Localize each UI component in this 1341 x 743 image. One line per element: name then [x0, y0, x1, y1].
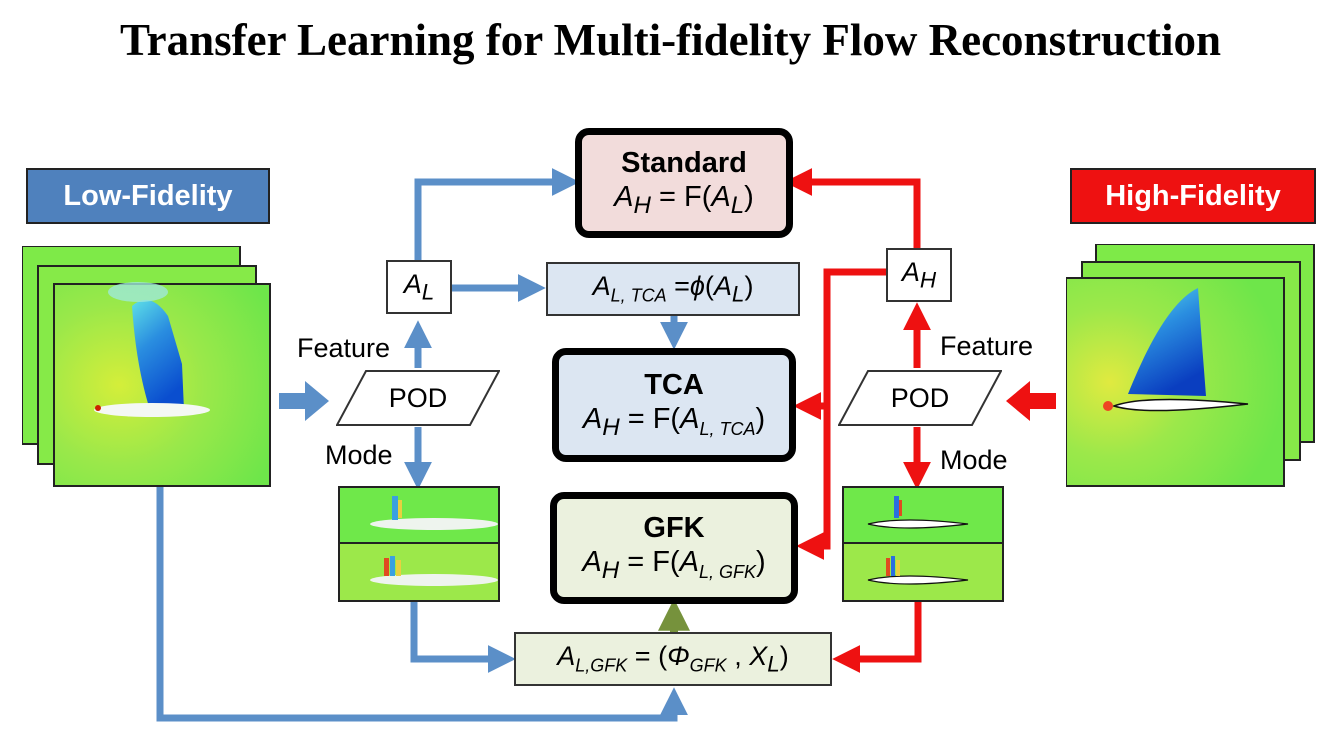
low-fidelity-label: Low-Fidelity [26, 168, 270, 224]
al-feature-box: AL [386, 260, 452, 314]
gfk-feature-comma: , [726, 640, 750, 671]
tca-feature-end: ) [744, 270, 754, 301]
gfk-feature-lhs: A [557, 640, 576, 671]
standard-model-box: Standard AH = F(AL) [575, 128, 793, 238]
gfk-feature-lhs-sub: L,GFK [575, 655, 628, 676]
tca-feature-arg: A [713, 270, 732, 301]
standard-model-equation: AH = F(AL) [614, 180, 754, 220]
high-fidelity-label: High-Fidelity [1070, 168, 1316, 224]
tca-feature-lhs: A [592, 270, 611, 301]
tca-feature-equation: AL, TCA =ϕ(AL) [593, 271, 754, 307]
gfk-feature-phi: Φ [667, 640, 690, 671]
tca-feature-lhs-sub: L, TCA [610, 285, 667, 306]
gfk-eq-lhs-sub: H [601, 556, 620, 584]
standard-eq-mid: = F( [650, 180, 712, 213]
mode-images-left [338, 486, 500, 602]
tca-eq-arg: A [680, 402, 700, 435]
arrow-ah-to-standard [784, 168, 921, 248]
ah-feature-box: AH [886, 248, 952, 302]
standard-eq-lhs: A [614, 180, 634, 213]
pod-right-label: POD [890, 382, 950, 413]
gfk-feature-phi-sub: GFK [689, 655, 727, 676]
pod-left-shape [336, 370, 500, 426]
gfk-feature-mid: = ( [627, 640, 668, 671]
low-fidelity-flow-stack [21, 245, 272, 488]
gfk-eq-arg-sub: L, GFK [698, 561, 756, 582]
standard-model-name: Standard [621, 146, 747, 179]
gfk-feature-x-sub: L [767, 651, 780, 677]
tca-feature-mid: = [666, 270, 690, 301]
gfk-model-box: GFK AH = F(AL, GFK) [550, 492, 798, 604]
gfk-feature-end: ) [779, 640, 789, 671]
tca-model-name: TCA [644, 368, 704, 401]
mode-images-right [842, 486, 1004, 602]
gfk-model-name: GFK [643, 511, 705, 544]
high-fidelity-flow-image [1065, 243, 1315, 487]
arrow-high-fidelity-to-pod [1006, 381, 1056, 421]
tca-eq-arg-sub: L, TCA [699, 418, 756, 439]
gfk-model-equation: AH = F(AL, GFK) [582, 545, 765, 585]
tca-feature-arg-sub: L [731, 281, 745, 307]
tca-feature-box: AL, TCA =ϕ(AL) [546, 262, 800, 316]
gfk-feature-box: AL,GFK = (ΦGFK , XL) [514, 632, 832, 686]
standard-eq-arg: A [711, 180, 731, 213]
gfk-feature-equation: AL,GFK = (ΦGFK , XL) [557, 641, 788, 677]
al-symbol: A [403, 268, 422, 299]
gfk-feature-x: X [749, 640, 768, 671]
tca-feature-open: ( [704, 270, 714, 301]
arrow-al-to-standard [414, 168, 580, 260]
tca-model-box: TCA AH = F(AL, TCA) [552, 348, 796, 462]
arrow-low-fidelity-to-gfk-feature [156, 487, 688, 722]
tca-eq-lhs-sub: H [602, 413, 620, 441]
gfk-eq-arg: A [679, 545, 699, 578]
mode-label-right: Mode [940, 445, 1008, 475]
low-fidelity-flow-image [21, 245, 271, 487]
mode-label-left: Mode [325, 440, 393, 470]
pod-left: POD [336, 370, 500, 426]
tca-eq-mid: = F( [619, 402, 681, 435]
mode-images-left-art [338, 486, 500, 602]
arrow-low-fidelity-to-pod [279, 381, 329, 421]
feature-label-right: Feature [940, 331, 1034, 361]
feature-label-left: Feature [297, 333, 391, 363]
gfk-eq-lhs: A [582, 545, 602, 578]
pod-left-label: POD [388, 382, 448, 413]
ah-subscript: H [919, 267, 937, 293]
pod-right: POD [838, 370, 1002, 426]
mode-images-right-art [842, 486, 1004, 602]
standard-eq-arg-sub: L [730, 191, 745, 219]
pod-right-shape [838, 370, 1002, 426]
ah-symbol: A [901, 256, 920, 287]
al-subscript: L [421, 279, 435, 305]
gfk-eq-mid: = F( [619, 545, 680, 578]
tca-model-equation: AH = F(AL, TCA) [583, 402, 765, 442]
arrow-mode-right-to-gfk-feature [832, 602, 922, 673]
high-fidelity-flow-stack [1065, 243, 1316, 488]
standard-eq-end: ) [744, 180, 754, 213]
arrow-mode-left-to-gfk-feature [410, 602, 516, 673]
diagram-title: Transfer Learning for Multi-fidelity Flo… [119, 15, 1222, 65]
gfk-eq-end: ) [755, 545, 766, 578]
tca-eq-end: ) [755, 402, 766, 435]
standard-eq-lhs-sub: H [633, 191, 651, 219]
tca-feature-phi: ϕ [689, 270, 705, 301]
tca-eq-lhs: A [582, 402, 603, 435]
